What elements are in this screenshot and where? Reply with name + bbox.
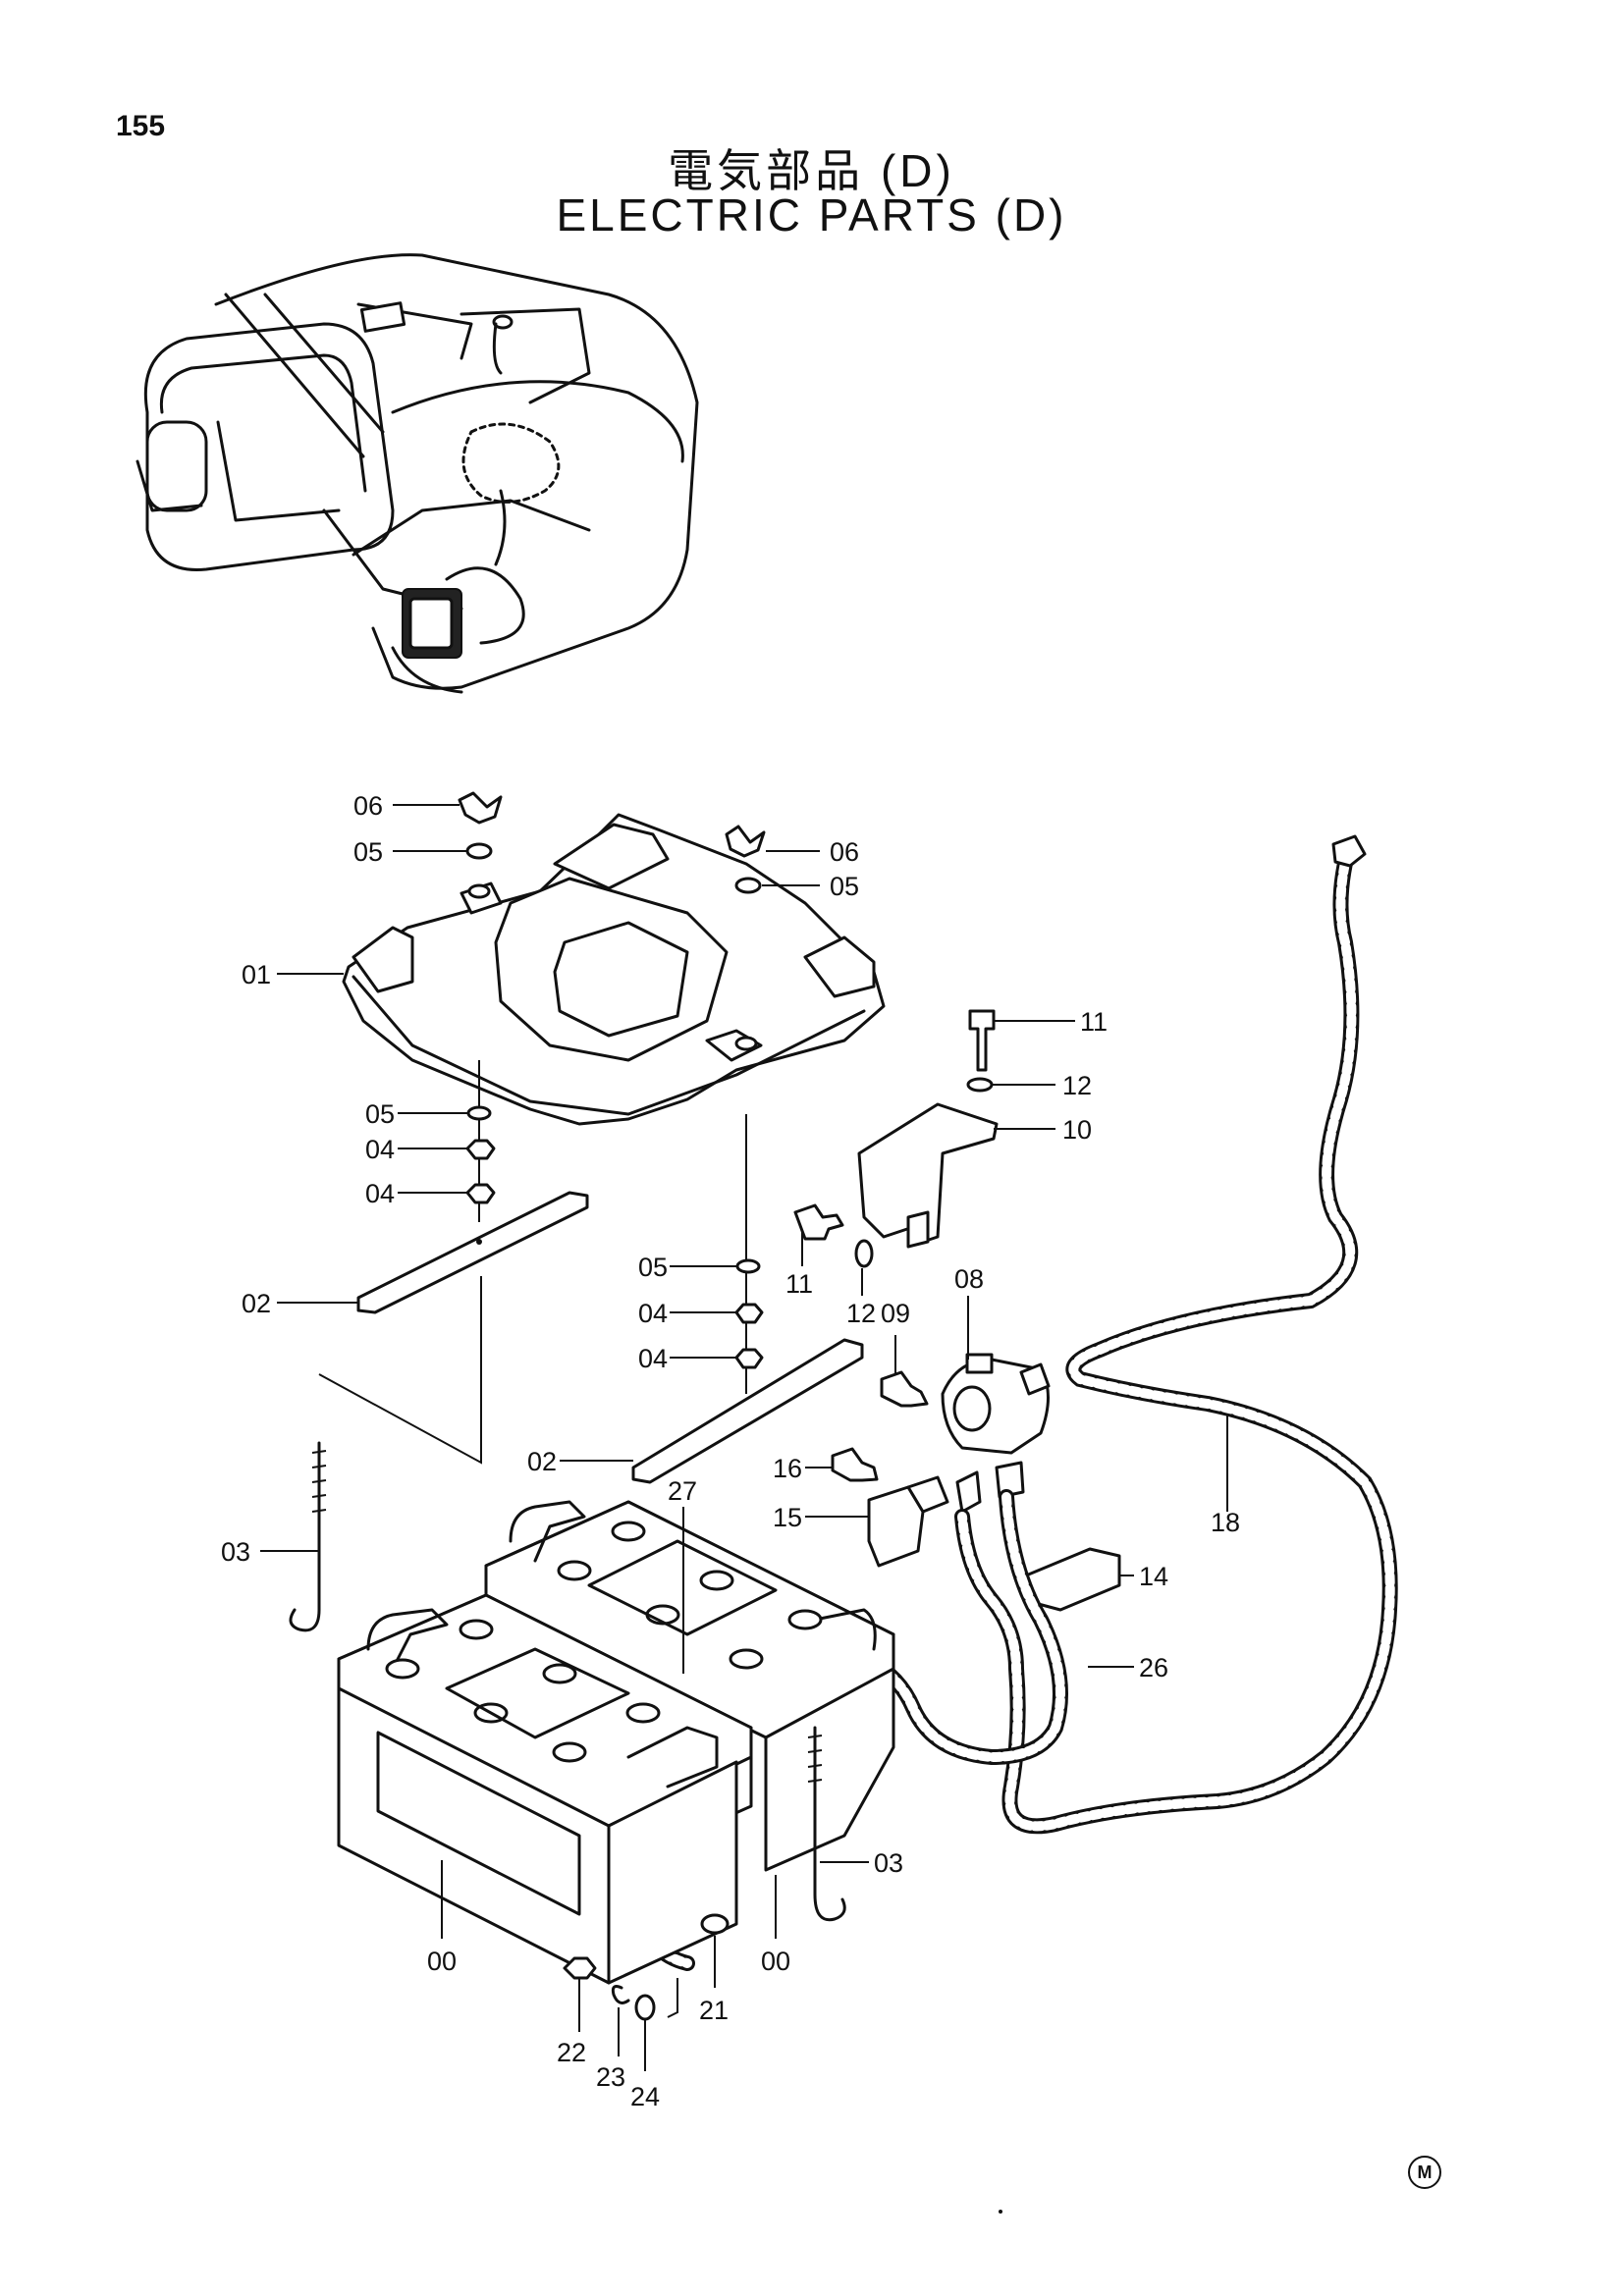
callout-27: 27 bbox=[668, 1476, 697, 1506]
callout-04-right-lower: 04 bbox=[638, 1344, 668, 1373]
callout-04-lower: 04 bbox=[365, 1179, 395, 1208]
hold-down-bar-left bbox=[356, 1191, 589, 1314]
nut-22 bbox=[563, 1956, 597, 1980]
callout-11-side: 11 bbox=[785, 1269, 813, 1299]
washer-12-top bbox=[966, 1077, 994, 1093]
page-number: 155 bbox=[116, 110, 166, 142]
bolt-11-side bbox=[793, 1203, 844, 1241]
callout-04-upper: 04 bbox=[365, 1135, 395, 1164]
lock-washer-23 bbox=[611, 1985, 630, 2004]
bolt-16 bbox=[831, 1447, 879, 1482]
excavator-overview-illustration bbox=[135, 253, 699, 694]
callout-08: 08 bbox=[954, 1264, 984, 1294]
nut-right-lower bbox=[734, 1348, 764, 1369]
battery-rear bbox=[484, 1500, 895, 1872]
j-bolt-right bbox=[813, 1726, 846, 1922]
page-dot bbox=[999, 2210, 1002, 2214]
callout-18: 18 bbox=[1211, 1508, 1240, 1537]
callout-12-top: 12 bbox=[1062, 1071, 1092, 1100]
callout-12-side: 12 bbox=[846, 1299, 876, 1328]
terminal-ring-21 bbox=[700, 1913, 730, 1935]
wing-nut-right bbox=[725, 825, 766, 858]
callout-15: 15 bbox=[773, 1503, 802, 1532]
callout-21: 21 bbox=[699, 1996, 729, 2025]
washer-12-side bbox=[854, 1239, 874, 1268]
callout-26: 26 bbox=[1139, 1653, 1168, 1682]
callout-leaders bbox=[260, 804, 1228, 2071]
callout-05-right: 05 bbox=[830, 872, 859, 901]
washer-right bbox=[735, 1258, 761, 1274]
hold-down-bar-right bbox=[631, 1338, 864, 1484]
washer-top-left bbox=[465, 842, 493, 860]
callout-11-top: 11 bbox=[1080, 1007, 1108, 1037]
callout-14: 14 bbox=[1139, 1562, 1168, 1591]
callout-02-right: 02 bbox=[527, 1447, 557, 1476]
callout-00-right: 00 bbox=[761, 1947, 790, 1976]
washer-24 bbox=[634, 1994, 656, 2021]
battery-cover bbox=[342, 813, 886, 1126]
bracket-10 bbox=[857, 1102, 999, 1244]
callout-05-left: 05 bbox=[353, 837, 383, 867]
callout-03-left: 03 bbox=[221, 1537, 250, 1567]
page-title-japanese: 電気部品 (D) bbox=[668, 145, 955, 196]
nut-right-upper bbox=[734, 1303, 764, 1324]
callout-05-mid: 05 bbox=[365, 1099, 395, 1129]
cable-26 bbox=[837, 1489, 1068, 1766]
washer-top-right bbox=[734, 877, 762, 894]
page-title: ELECTRIC PARTS (D) bbox=[556, 189, 1067, 240]
nut-left-upper bbox=[465, 1139, 496, 1160]
callout-05-right-mid: 05 bbox=[638, 1253, 668, 1282]
callout-06-left: 06 bbox=[353, 791, 383, 821]
registered-mark: M bbox=[1408, 2156, 1441, 2189]
callout-16: 16 bbox=[773, 1454, 802, 1483]
callout-labels: 06 05 06 05 01 11 12 10 05 04 04 11 12 0… bbox=[221, 791, 1240, 2111]
callout-23: 23 bbox=[596, 2062, 625, 2092]
callout-00-left: 00 bbox=[427, 1947, 457, 1976]
callout-09: 09 bbox=[881, 1299, 910, 1328]
callout-24: 24 bbox=[630, 2082, 660, 2111]
nut-left-lower bbox=[465, 1183, 496, 1204]
washer-left bbox=[466, 1105, 492, 1121]
callout-22: 22 bbox=[557, 2038, 586, 2067]
bolt-09 bbox=[880, 1370, 929, 1408]
cable-18 bbox=[954, 834, 1398, 1835]
callout-02-left: 02 bbox=[242, 1289, 271, 1318]
callout-06-right: 06 bbox=[830, 837, 859, 867]
terminal-cover-14 bbox=[1024, 1547, 1121, 1612]
j-bolt-left bbox=[289, 1441, 321, 1632]
callout-04-right-upper: 04 bbox=[638, 1299, 668, 1328]
callout-03-right: 03 bbox=[874, 1848, 903, 1878]
bolt-11-top bbox=[968, 1009, 996, 1072]
callout-10: 10 bbox=[1062, 1115, 1092, 1145]
callout-01: 01 bbox=[242, 960, 271, 989]
wing-nut-left bbox=[458, 791, 503, 825]
